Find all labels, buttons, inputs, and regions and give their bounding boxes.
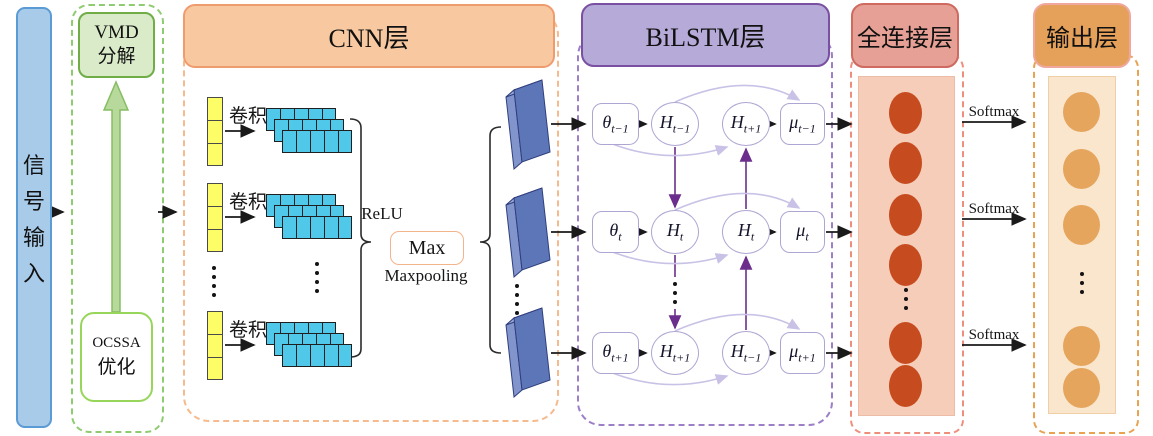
bilstm-forward-h-node: Ht (651, 210, 699, 254)
bilstm-backward-h-node: Ht−1 (722, 331, 770, 375)
ocssa-line1: OCSSA (92, 335, 141, 351)
bilstm-forward-h-node: Ht+1 (651, 331, 699, 375)
fc-header-label: 全连接层 (857, 26, 953, 52)
signal-input-char: 信 (22, 152, 45, 178)
output-header-label: 输出层 (1046, 26, 1118, 52)
bilstm-mu-node: μt+1 (780, 332, 825, 374)
output-neuron (1063, 368, 1100, 408)
cnn-header: CNN层 (183, 4, 555, 68)
vmd-line1: VMD (94, 22, 139, 43)
fc-neuron (889, 92, 922, 134)
bilstm-header-label: BiLSTM层 (645, 22, 766, 52)
output-ellipsis (1080, 272, 1084, 294)
bilstm-mu-node: μt−1 (780, 103, 825, 145)
fc-ellipsis (904, 288, 908, 310)
signal-input-char: 入 (22, 260, 45, 286)
fc-header: 全连接层 (851, 3, 959, 68)
signal-input-bar: 信 号 输 入 (16, 7, 52, 428)
fc-neuron (889, 365, 922, 407)
slab-ellipsis (515, 284, 519, 315)
signal-input-char: 输 (22, 224, 45, 250)
kernel-ellipsis (212, 266, 216, 297)
feature-map-strip (282, 344, 352, 367)
fc-neuron (889, 322, 922, 364)
ocssa-box: OCSSA 优化 (80, 312, 153, 402)
vmd-box: VMD 分解 (78, 12, 155, 78)
fc-neuron (889, 142, 922, 184)
output-neuron (1063, 326, 1100, 366)
conv-label: 卷积 (228, 105, 267, 127)
softmax-label: Softmax (968, 103, 1020, 120)
conv-label: 卷积 (228, 319, 267, 341)
maxpooling-label: Maxpooling (384, 266, 468, 285)
max-pooling-box: Max (390, 231, 464, 265)
vmd-line2: 分解 (97, 46, 136, 67)
output-neuron (1063, 92, 1100, 132)
output-neuron (1063, 149, 1100, 189)
fc-neuron (889, 244, 922, 286)
conv-kernel-strip (207, 183, 223, 252)
ocssa-line2: 优化 (97, 357, 136, 378)
bilstm-backward-h-node: Ht+1 (722, 102, 770, 146)
bilstm-ellipsis (673, 282, 677, 304)
bilstm-mu-node: μt (780, 211, 825, 253)
conv-kernel-strip (207, 311, 223, 380)
softmax-label: Softmax (968, 326, 1020, 343)
feature-map-strip (282, 216, 352, 239)
output-header: 输出层 (1033, 3, 1131, 68)
output-neuron (1063, 205, 1100, 245)
bilstm-header: BiLSTM层 (581, 3, 830, 67)
bilstm-forward-h-node: Ht−1 (651, 102, 699, 146)
fc-neuron (889, 194, 922, 236)
bilstm-theta-node: θt (592, 211, 639, 253)
feature-map-ellipsis (315, 262, 319, 293)
bilstm-theta-node: θt+1 (592, 332, 639, 374)
conv-kernel-strip (207, 97, 223, 166)
conv-label: 卷积 (228, 191, 267, 213)
feature-map-strip (282, 130, 352, 153)
softmax-label: Softmax (968, 200, 1020, 217)
signal-input-char: 号 (22, 188, 45, 214)
bilstm-backward-h-node: Ht (722, 210, 770, 254)
relu-label: ReLU (361, 204, 403, 223)
bilstm-theta-node: θt−1 (592, 103, 639, 145)
cnn-header-label: CNN层 (328, 23, 410, 53)
